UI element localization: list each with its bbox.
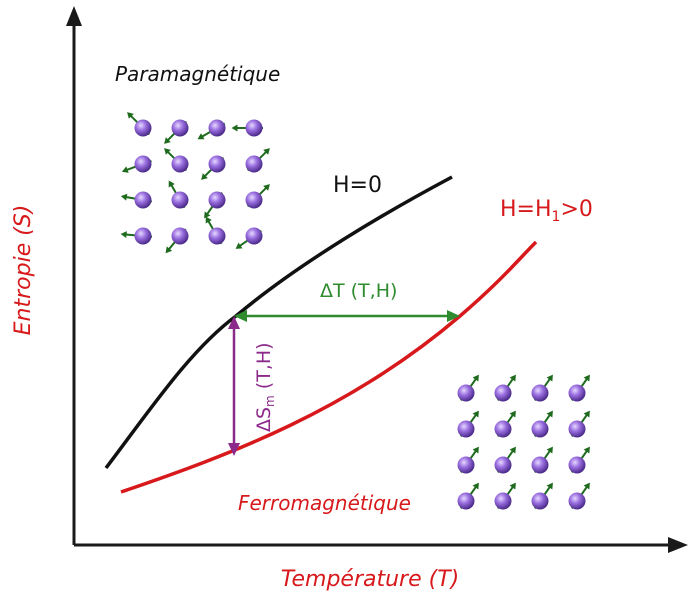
para-spin-8 <box>245 148 270 173</box>
paramagnetic-label: Paramagnétique <box>115 62 280 86</box>
ferro-spin-7 <box>531 410 553 438</box>
para-spin-11 <box>204 191 226 219</box>
y-axis-label: Entropie (S) <box>11 205 36 336</box>
ferro-spin-9 <box>457 446 479 474</box>
curve-h1-label: H=H1>0 <box>500 197 593 225</box>
delta-t-arrow <box>234 310 460 322</box>
delta-s-label: ΔSm (T,H) <box>253 342 277 432</box>
ferro-spin-8 <box>568 410 590 438</box>
ferro-spin-16 <box>568 482 590 510</box>
para-spin-9 <box>120 191 153 209</box>
para-spin-5 <box>121 155 152 173</box>
para-spin-2 <box>164 119 189 144</box>
curve-h1 <box>120 240 538 494</box>
para-spin-10 <box>168 180 189 209</box>
x-axis-arrowhead <box>668 537 688 553</box>
x-axis-label: Température (T) <box>281 567 459 592</box>
curve-h0 <box>104 175 453 470</box>
ferro-spin-15 <box>531 482 553 510</box>
ferro-spin-11 <box>531 446 553 474</box>
paramagnetic-spin-grid <box>120 112 270 254</box>
para-spin-15 <box>205 216 226 245</box>
para-spin-4 <box>231 119 263 137</box>
ferro-spin-14 <box>494 482 516 510</box>
ferro-spin-2 <box>494 374 516 402</box>
para-spin-7 <box>201 155 226 180</box>
ferromagnetic-label: Ferromagnétique <box>238 491 411 515</box>
para-spin-1 <box>127 112 152 137</box>
para-spin-6 <box>164 148 189 173</box>
delta-s-arrow <box>228 316 240 456</box>
para-spin-3 <box>197 119 226 140</box>
para-spin-13 <box>120 227 153 245</box>
ferro-spin-12 <box>568 446 590 474</box>
para-spin-12 <box>245 184 270 209</box>
delta-t-label: ΔT (T,H) <box>320 280 397 302</box>
ferro-spin-3 <box>531 374 553 402</box>
ferro-spin-4 <box>568 374 590 402</box>
ferro-spin-10 <box>494 446 516 474</box>
curve-h0-label: H=0 <box>333 173 382 198</box>
axes <box>66 6 688 553</box>
y-axis-arrowhead <box>66 6 82 26</box>
ferro-spin-13 <box>457 482 479 510</box>
ferro-spin-5 <box>457 410 479 438</box>
para-spin-16 <box>235 227 263 249</box>
ferromagnetic-spin-grid <box>457 374 590 510</box>
para-spin-14 <box>165 227 189 254</box>
ferro-spin-1 <box>457 374 479 402</box>
ferro-spin-6 <box>494 410 516 438</box>
